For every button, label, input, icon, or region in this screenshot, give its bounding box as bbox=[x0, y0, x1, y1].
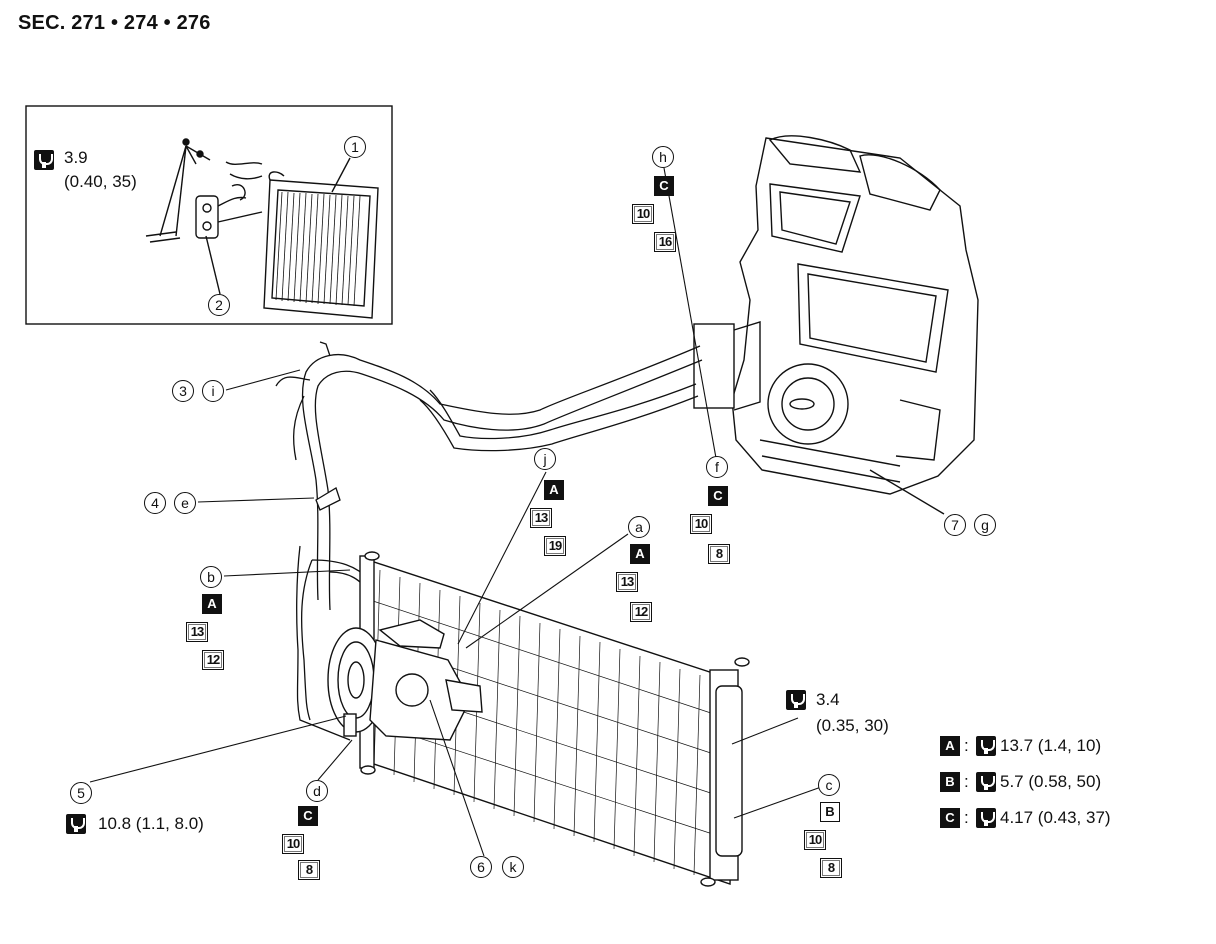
conn-b-label: b bbox=[200, 566, 222, 588]
receiver-torque-value: 3.4 bbox=[816, 690, 840, 709]
conn-a-label: a bbox=[628, 516, 650, 538]
part-3-label: 3 bbox=[172, 380, 194, 402]
leader-lines bbox=[89, 167, 825, 857]
oring-letter-c-f: C bbox=[708, 486, 728, 506]
inset-frame bbox=[25, 105, 393, 325]
conn-i-label: i bbox=[202, 380, 224, 402]
conn-d-label: d bbox=[306, 780, 328, 802]
receiver-torque-sub: (0.35, 30) bbox=[816, 716, 889, 735]
legend-letter-c: C bbox=[940, 808, 960, 828]
oring-size-13-a: 13 bbox=[616, 572, 638, 592]
oring-size-10-c: 10 bbox=[804, 830, 826, 850]
compressor-drawing bbox=[327, 619, 483, 741]
legend-letter-b: B bbox=[940, 772, 960, 792]
oring-size-8-f: 8 bbox=[708, 544, 730, 564]
legend-letter-a: A bbox=[940, 736, 960, 756]
conn-g-label: g bbox=[974, 514, 996, 536]
oring-letter-c-h: C bbox=[654, 176, 674, 196]
oring-size-8-d: 8 bbox=[298, 860, 320, 880]
torque-wrench-icon bbox=[66, 814, 86, 834]
torque-wrench-icon bbox=[976, 808, 996, 828]
conn-h-label: h bbox=[652, 146, 674, 168]
expansion-valve-drawing bbox=[145, 138, 351, 295]
oring-size-10-d: 10 bbox=[282, 834, 304, 854]
oring-letter-c-d: C bbox=[298, 806, 318, 826]
conn-e-label: e bbox=[174, 492, 196, 514]
torque-wrench-icon bbox=[786, 690, 806, 710]
part-6-label: 6 bbox=[470, 856, 492, 878]
legend-sep-c: : bbox=[964, 808, 969, 827]
oring-size-12-b: 12 bbox=[202, 650, 224, 670]
oring-size-16-h: 16 bbox=[654, 232, 676, 252]
inset-torque-value: 3.9 bbox=[64, 148, 88, 167]
part-4-label: 4 bbox=[144, 492, 166, 514]
section-title: SEC. 271 • 274 • 276 bbox=[18, 12, 211, 34]
oring-letter-a-a: A bbox=[630, 544, 650, 564]
oring-size-12-a: 12 bbox=[630, 602, 652, 622]
oring-size-10-h: 10 bbox=[632, 204, 654, 224]
part-7-label: 7 bbox=[944, 514, 966, 536]
conn-k-label: k bbox=[502, 856, 524, 878]
torque-wrench-icon bbox=[976, 736, 996, 756]
evaporator-core-drawing bbox=[263, 171, 379, 319]
oring-letter-b-c: B bbox=[820, 802, 840, 822]
part-5-label: 5 bbox=[70, 782, 92, 804]
legend-sep-a: : bbox=[964, 736, 969, 755]
torque-wrench-icon bbox=[976, 772, 996, 792]
legend-sep-b: : bbox=[964, 772, 969, 791]
legend-value-c: 4.17 (0.43, 37) bbox=[1000, 808, 1111, 827]
oring-size-19-j: 19 bbox=[544, 536, 566, 556]
legend-value-a: 13.7 (1.4, 10) bbox=[1000, 736, 1102, 755]
conn-j-label: j bbox=[534, 448, 556, 470]
part-2-label: 2 bbox=[208, 294, 230, 316]
torque-wrench-icon bbox=[34, 150, 54, 170]
oring-letter-a-j: A bbox=[544, 480, 564, 500]
part-1-label: 1 bbox=[344, 136, 366, 158]
bracket-torque-value: 10.8 (1.1, 8.0) bbox=[98, 814, 204, 833]
oring-size-13-j: 13 bbox=[530, 508, 552, 528]
conn-f-label: f bbox=[706, 456, 728, 478]
legend-value-b: 5.7 (0.58, 50) bbox=[1000, 772, 1102, 791]
inset-torque-sub: (0.40, 35) bbox=[64, 172, 137, 191]
conn-c-label: c bbox=[818, 774, 840, 796]
oring-size-13-b: 13 bbox=[186, 622, 208, 642]
heater-unit-drawing bbox=[693, 135, 979, 515]
oring-size-8-c: 8 bbox=[820, 858, 842, 878]
oring-size-10-f: 10 bbox=[690, 514, 712, 534]
oring-letter-a-b: A bbox=[202, 594, 222, 614]
